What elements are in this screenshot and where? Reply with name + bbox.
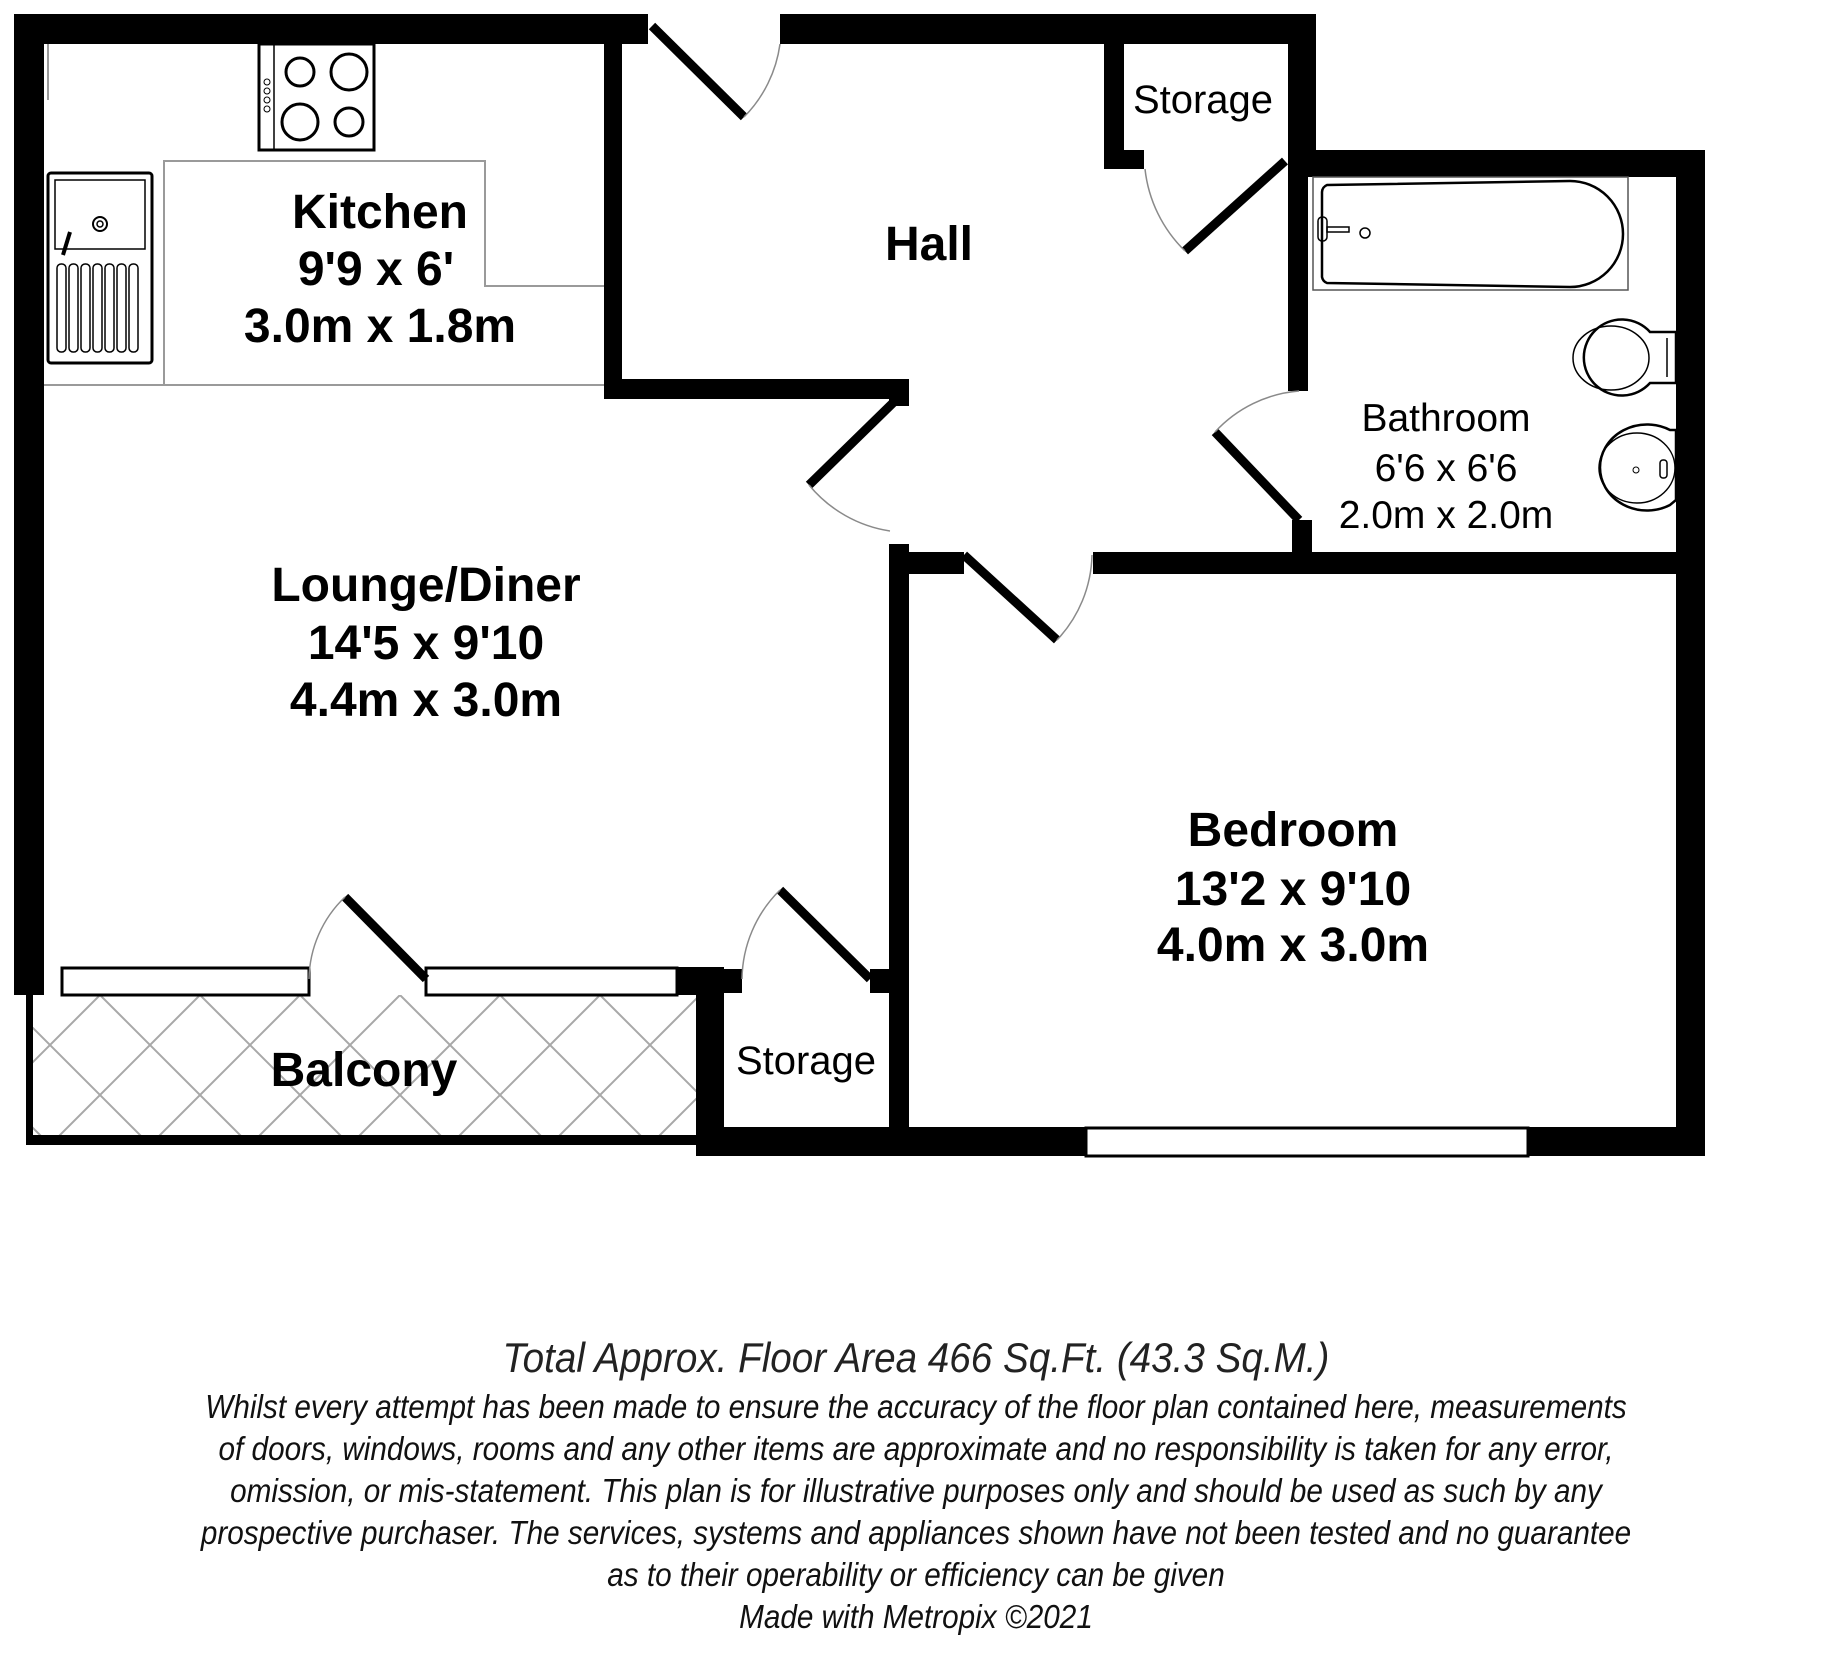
- windows: [60, 966, 1530, 1158]
- sink-icon: [46, 171, 154, 365]
- basin-icon: [1598, 423, 1678, 512]
- kitchen-label: Kitchen 9'9 x 6' 3.0m x 1.8m: [244, 186, 516, 353]
- lounge-imperial: 14'5 x 9'10: [308, 617, 544, 670]
- balcony-hatch: [33, 995, 696, 1135]
- footer: Total Approx. Floor Area 466 Sq.Ft. (43.…: [0, 1330, 1832, 1638]
- bedroom-imperial: 13'2 x 9'10: [1175, 863, 1411, 916]
- bathroom-label: Bathroom 6'6 x 6'6 2.0m x 2.0m: [1339, 397, 1554, 537]
- lounge-name: Lounge/Diner: [271, 559, 580, 612]
- bedroom-metric: 4.0m x 3.0m: [1157, 919, 1429, 972]
- kitchen-imperial: 9'9 x 6': [298, 243, 454, 296]
- bedroom-name: Bedroom: [1188, 804, 1399, 857]
- walls: [14, 14, 1705, 1156]
- bathroom-name: Bathroom: [1361, 397, 1530, 440]
- kitchen-name: Kitchen: [292, 186, 468, 239]
- toilet-icon: [1572, 318, 1678, 397]
- credit: Made with Metropix ©2021: [739, 1598, 1093, 1635]
- disclaimer-line-1: Whilst every attempt has been made to en…: [205, 1388, 1627, 1425]
- balcony-name: Balcony: [271, 1044, 458, 1097]
- bathroom-metric: 2.0m x 2.0m: [1339, 494, 1554, 537]
- bathroom-imperial: 6'6 x 6'6: [1375, 447, 1518, 490]
- hall-name: Hall: [885, 218, 973, 271]
- kitchen-counter: [44, 44, 604, 386]
- bedroom-label: Bedroom 13'2 x 9'10 4.0m x 3.0m: [1157, 804, 1429, 972]
- doors: [308, 22, 1303, 983]
- hob-icon: [257, 42, 376, 152]
- floor-plan: Kitchen 9'9 x 6' 3.0m x 1.8m Hall Storag…: [14, 14, 1705, 1158]
- disclaimer-line-5: as to their operability or efficiency ca…: [607, 1556, 1225, 1593]
- disclaimer-line-2: of doors, windows, rooms and any other i…: [218, 1430, 1614, 1467]
- disclaimer-line-4: prospective purchaser. The services, sys…: [200, 1514, 1632, 1551]
- bath-icon: [1312, 176, 1629, 291]
- total-floor-area: Total Approx. Floor Area 466 Sq.Ft. (43.…: [502, 1334, 1330, 1381]
- storage-hall-name: Storage: [1133, 78, 1273, 122]
- lounge-label: Lounge/Diner 14'5 x 9'10 4.4m x 3.0m: [271, 559, 580, 727]
- kitchen-metric: 3.0m x 1.8m: [244, 300, 516, 353]
- disclaimer-line-3: omission, or mis-statement. This plan is…: [230, 1472, 1602, 1509]
- lounge-metric: 4.4m x 3.0m: [290, 674, 562, 727]
- storage-lounge-name: Storage: [736, 1039, 876, 1083]
